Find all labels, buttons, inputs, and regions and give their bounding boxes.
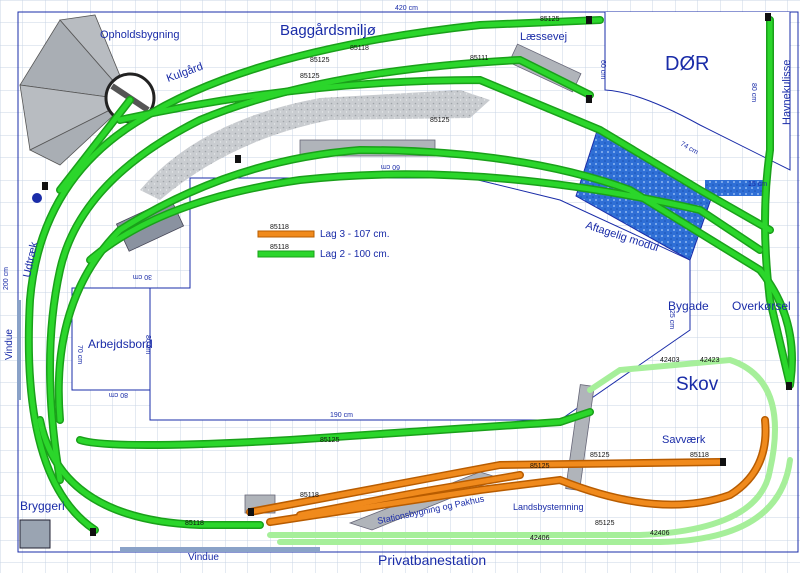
track-code: 85111 xyxy=(470,55,489,62)
label-skov: Skov xyxy=(676,374,719,395)
dimension-70: 70 cm xyxy=(76,345,83,364)
track-code: 85118 xyxy=(300,492,319,499)
legend-swatch-lag3 xyxy=(257,230,315,238)
dimension-30: 30 cm xyxy=(133,273,152,280)
label-baggaardsmiljoe: Baggårdsmiljø xyxy=(280,22,376,39)
dimension-190: 190 cm xyxy=(330,412,353,419)
track-code: 85125 xyxy=(310,57,330,64)
roundhouse xyxy=(19,14,132,166)
track-code: 85118 xyxy=(185,520,204,527)
label-privatbanestation: Privatbanestation xyxy=(378,552,486,568)
legend-code-lag2: 85118 xyxy=(270,244,289,251)
legend-label-lag2: Lag 2 - 100 cm. xyxy=(320,249,389,260)
legend-code-lag3: 85118 xyxy=(270,224,289,231)
label-landsbystemning: Landsbystemning xyxy=(513,502,584,512)
dimension-left: 200 cm xyxy=(3,267,10,290)
tracks-lag1 xyxy=(267,356,793,545)
buffer-stops xyxy=(42,13,792,536)
dimension-80-table: 80 cm xyxy=(144,335,151,354)
track-code: 85118 xyxy=(350,45,369,52)
label-bygade: Bygade xyxy=(668,299,709,313)
track-code: 85125 xyxy=(540,16,560,23)
dimension-top: 420 cm xyxy=(395,5,418,12)
dimension-15: 15 cm xyxy=(748,181,767,188)
label-door: DØR xyxy=(665,53,709,75)
window-bottom xyxy=(120,547,320,552)
label-havnekulisse: Havnekulisse xyxy=(781,60,793,125)
dimension-60: 60 cm xyxy=(599,60,606,79)
tree-marker xyxy=(32,193,42,203)
track-code: 42406 xyxy=(530,535,550,542)
work-table xyxy=(71,287,151,391)
label-vindue-left: Vindue xyxy=(4,329,15,360)
label-savvaerk: Savværk xyxy=(662,434,706,446)
harbour-water xyxy=(705,180,767,196)
dimension-80: 80 cm xyxy=(109,391,128,398)
tracks-lag3 xyxy=(247,417,769,525)
label-bryggeri: Bryggeri xyxy=(20,499,65,513)
door-area xyxy=(604,12,791,171)
room-outline xyxy=(17,11,799,553)
track-code: 42423 xyxy=(700,357,720,364)
tracks-lag2 xyxy=(26,17,795,533)
label-laessevej: Læssevej xyxy=(520,31,567,43)
track-code: 42403 xyxy=(660,357,680,364)
track-code: 85125 xyxy=(320,437,340,444)
yard-ballast xyxy=(140,90,490,200)
track-code: 85125 xyxy=(300,73,320,80)
track-code: 85125 xyxy=(430,117,450,124)
track-code: 85125 xyxy=(590,452,610,459)
legend-swatch-lag2 xyxy=(257,250,315,258)
legend-label-lag3: Lag 3 - 107 cm. xyxy=(320,229,389,240)
label-vindue-bottom: Vindue xyxy=(188,552,219,563)
legend: 85118 Lag 3 - 107 cm. 85118 Lag 2 - 100 … xyxy=(257,224,389,260)
label-opholdsbygning: Opholdsbygning xyxy=(100,29,180,41)
track-code: 85125 xyxy=(595,520,615,527)
track-code-labels: 85125 85118 85125 85125 85111 85125 8512… xyxy=(185,16,720,542)
dimension-60-inner: 60 cm xyxy=(381,163,400,170)
track-code: 85118 xyxy=(690,452,709,459)
dimensions: 420 cm 200 cm 190 cm 30 cm 70 cm 80 cm 8… xyxy=(3,5,767,419)
brewery-icon xyxy=(19,519,51,549)
label-overkorsel: Overkørsel xyxy=(732,299,791,313)
dimension-80-right: 80 cm xyxy=(750,83,757,102)
window-left xyxy=(17,300,21,400)
track-code: 42406 xyxy=(650,530,670,537)
label-arbejdsbord: Arbejdsbord xyxy=(88,337,153,351)
inner-area xyxy=(71,177,691,421)
track-code: 85125 xyxy=(530,463,550,470)
dimension-25: 25 cm xyxy=(668,310,675,329)
